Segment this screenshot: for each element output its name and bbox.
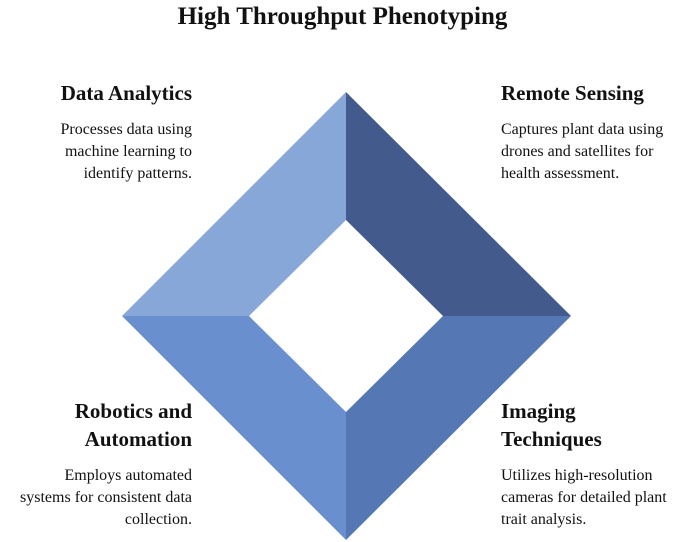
diagram-title: High Throughput Phenotyping xyxy=(177,3,508,30)
top-right-segment xyxy=(346,92,571,316)
imaging-techniques-description: Utilizes high-resolution cameras for det… xyxy=(501,467,667,528)
bottom-left-segment xyxy=(122,316,346,540)
data-analytics-heading: Data Analytics xyxy=(60,81,192,105)
data-analytics-description: Processes data using machine learning to… xyxy=(60,121,192,182)
top-left-segment xyxy=(122,92,346,316)
bottom-right-segment xyxy=(346,316,571,540)
remote-sensing-description: Captures plant data using drones and sat… xyxy=(501,121,664,182)
robotics-automation-block: Robotics and Automation Employs automate… xyxy=(0,397,192,531)
data-analytics-block: Data Analytics Processes data using mach… xyxy=(0,79,192,185)
robotics-automation-description: Employs automated systems for consistent… xyxy=(20,467,192,528)
remote-sensing-block: Remote Sensing Captures plant data using… xyxy=(501,79,681,185)
imaging-techniques-block: Imaging Techniques Utilizes high-resolut… xyxy=(501,397,681,531)
robotics-automation-heading: Robotics and Automation xyxy=(74,399,192,451)
imaging-techniques-heading: Imaging Techniques xyxy=(501,399,602,451)
remote-sensing-heading: Remote Sensing xyxy=(501,81,644,105)
